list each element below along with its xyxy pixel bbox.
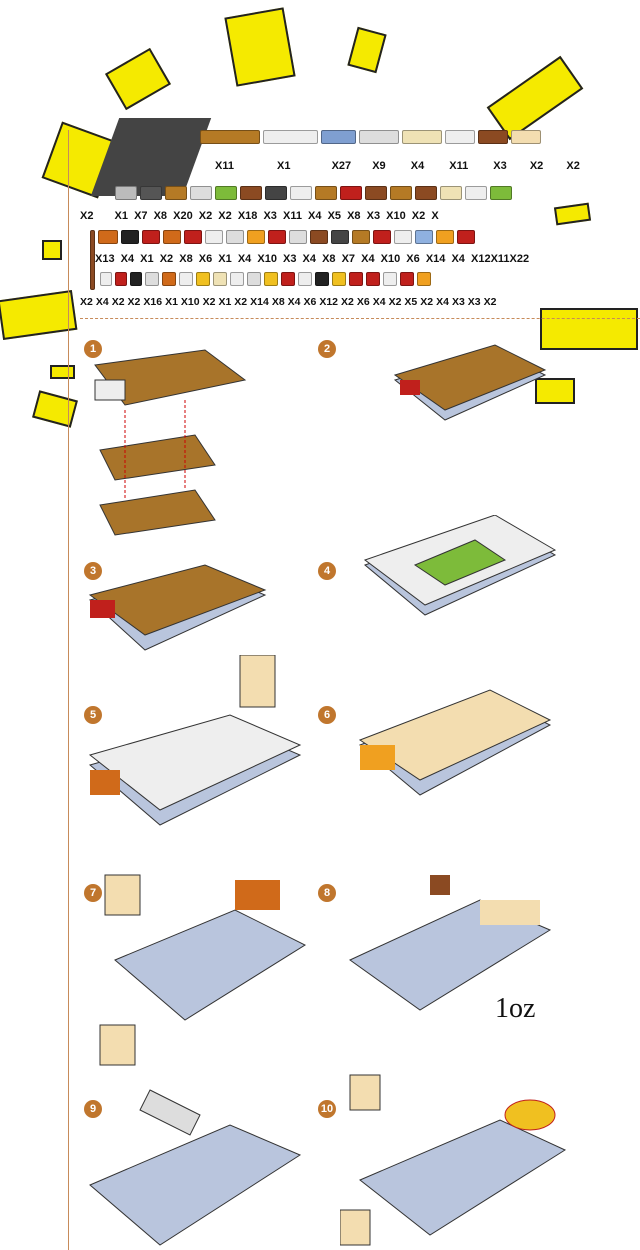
parts-row-2-counts: X2 X1 X7 X8 X20 X2 X2 X18 X3 X11 X4 X5 X… bbox=[80, 210, 439, 222]
yellow-ray bbox=[535, 378, 575, 404]
step-6-number: 6 bbox=[318, 706, 336, 724]
parts-row-3-bricks bbox=[90, 230, 475, 290]
yellow-ray bbox=[347, 26, 387, 74]
step-8-number: 8 bbox=[318, 884, 336, 902]
yellow-ray bbox=[50, 365, 75, 379]
yellow-ray bbox=[486, 55, 584, 141]
yellow-ray bbox=[104, 47, 172, 111]
step-4-model bbox=[363, 515, 557, 616]
step-10-number: 10 bbox=[318, 1100, 336, 1118]
step-8-model bbox=[349, 875, 552, 1011]
step-3-model bbox=[88, 564, 267, 651]
yellow-ray bbox=[0, 289, 78, 341]
step-6-model bbox=[358, 689, 552, 796]
yellow-ray bbox=[540, 308, 638, 350]
step-9-model bbox=[89, 1089, 302, 1246]
parts-row-3-counts: X13 X4 X1 X2 X8 X6 X1 X4 X10 X3 X4 X8 X7… bbox=[95, 253, 530, 265]
step-5-model bbox=[88, 655, 302, 826]
parts-row-2-bricks bbox=[115, 186, 512, 208]
step-1-model bbox=[94, 349, 247, 536]
parts-row-4-bricks bbox=[100, 272, 431, 294]
parts-divider bbox=[80, 318, 640, 319]
yellow-ray bbox=[42, 240, 62, 260]
weight-stamp: 1oz bbox=[495, 993, 536, 1024]
parts-row-1-bricks bbox=[200, 130, 541, 152]
step-10-model bbox=[340, 1074, 567, 1246]
step-9-number: 9 bbox=[84, 1100, 102, 1118]
baseplate bbox=[90, 118, 212, 196]
step-5-number: 5 bbox=[84, 706, 102, 724]
yellow-ray bbox=[224, 7, 296, 87]
parts-row-1-counts: X11 X1 X27 X9 X4 X11 X3 X2 X2 bbox=[215, 160, 580, 172]
step-4-number: 4 bbox=[318, 562, 336, 580]
step-7-model bbox=[99, 874, 307, 1066]
step-7-number: 7 bbox=[84, 884, 102, 902]
yellow-ray bbox=[32, 390, 78, 428]
step-2-model bbox=[393, 344, 547, 421]
left-guide-line bbox=[68, 130, 69, 1250]
step-3-number: 3 bbox=[84, 562, 102, 580]
step-2-number: 2 bbox=[318, 340, 336, 358]
step-1-number: 1 bbox=[84, 340, 102, 358]
